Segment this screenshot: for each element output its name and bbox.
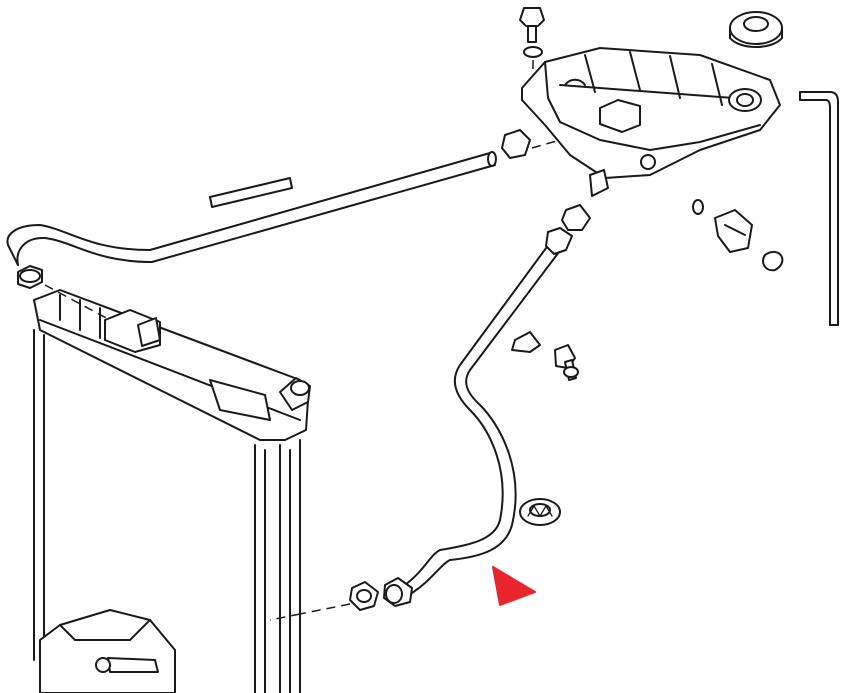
grommet bbox=[519, 498, 561, 526]
coolant-expansion-tank bbox=[521, 47, 781, 197]
hose-clamp bbox=[269, 581, 379, 621]
bleed-hose-upper bbox=[6, 151, 497, 266]
radiator bbox=[33, 289, 311, 693]
hose-clamp bbox=[501, 129, 561, 159]
hose-clamp bbox=[17, 265, 111, 321]
bolt bbox=[519, 7, 545, 75]
bolt bbox=[511, 331, 579, 381]
overflow-hose bbox=[799, 91, 839, 326]
lower-coolant-hose bbox=[383, 204, 591, 607]
arrow-pointer-icon bbox=[492, 566, 536, 606]
level-sensor bbox=[692, 199, 784, 272]
filler-cap bbox=[729, 11, 783, 48]
